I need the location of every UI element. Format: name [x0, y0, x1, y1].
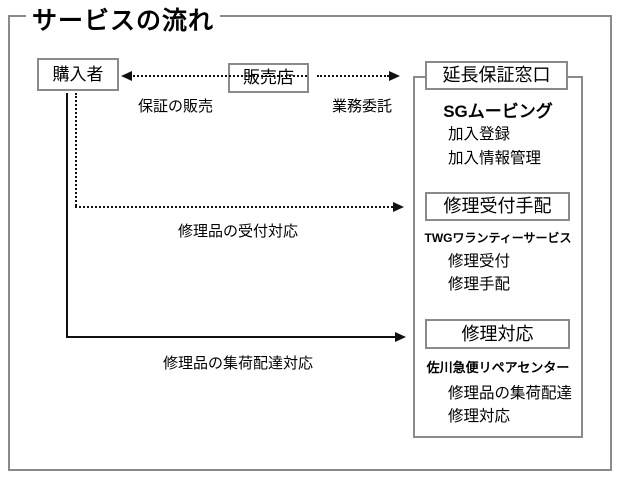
- list-item: 修理対応: [448, 408, 511, 425]
- diagram-title: サービスの流れ: [26, 1, 221, 37]
- label-outsourcing: 業務委託: [332, 98, 393, 115]
- company-twg-warranty: TWGワランティーサービス: [424, 231, 572, 245]
- section-header-repair-reception: 修理受付手配: [425, 192, 570, 221]
- label-warranty-sale: 保証の販売: [138, 98, 214, 115]
- arrowhead-left-icon: [121, 71, 132, 81]
- outsourcing-line: [317, 75, 389, 77]
- arrowhead-right-icon: [389, 71, 400, 81]
- list-item: 修理受付: [448, 253, 511, 270]
- list-item: 加入登録: [448, 126, 511, 143]
- list-item: 修理手配: [448, 276, 511, 293]
- list-item: 加入情報管理: [448, 150, 542, 167]
- pickup-delivery-hline: [66, 336, 395, 338]
- repair-reception-hline: [75, 206, 393, 208]
- node-dealer: 販売店: [228, 63, 309, 93]
- warranty-sale-line: [133, 75, 307, 77]
- section-header-repair-handling: 修理対応: [425, 319, 570, 349]
- company-sg-moving: SGムービング: [443, 102, 553, 121]
- section-header-warranty-desk: 延長保証窓口: [425, 61, 568, 90]
- outer-frame: [8, 15, 612, 471]
- node-purchaser: 購入者: [37, 58, 119, 91]
- arrowhead-right-icon: [393, 202, 404, 212]
- label-pickup-delivery: 修理品の集荷配達対応: [163, 355, 314, 372]
- label-repair-reception: 修理品の受付対応: [178, 223, 299, 240]
- company-sagawa-repair-center: 佐川急便リペアセンター: [426, 360, 570, 375]
- list-item: 修理品の集荷配達: [448, 385, 573, 402]
- repair-reception-vline: [75, 93, 77, 206]
- arrowhead-right-icon: [395, 332, 406, 342]
- service-provider-box: [413, 76, 583, 438]
- pickup-delivery-vline: [66, 93, 68, 337]
